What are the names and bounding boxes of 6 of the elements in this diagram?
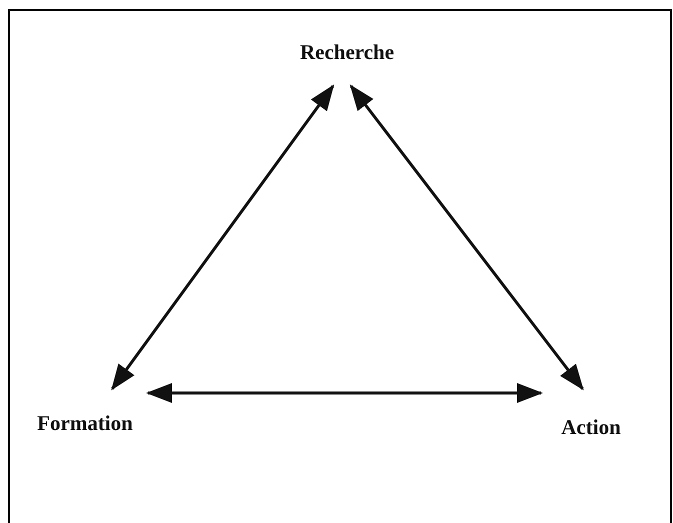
double-arrow bbox=[146, 383, 543, 403]
node-label: Recherche bbox=[300, 40, 394, 65]
node-label: Action bbox=[561, 415, 621, 440]
double-arrow bbox=[111, 84, 334, 390]
node-label: Formation bbox=[37, 411, 133, 436]
double-arrow bbox=[350, 84, 584, 390]
